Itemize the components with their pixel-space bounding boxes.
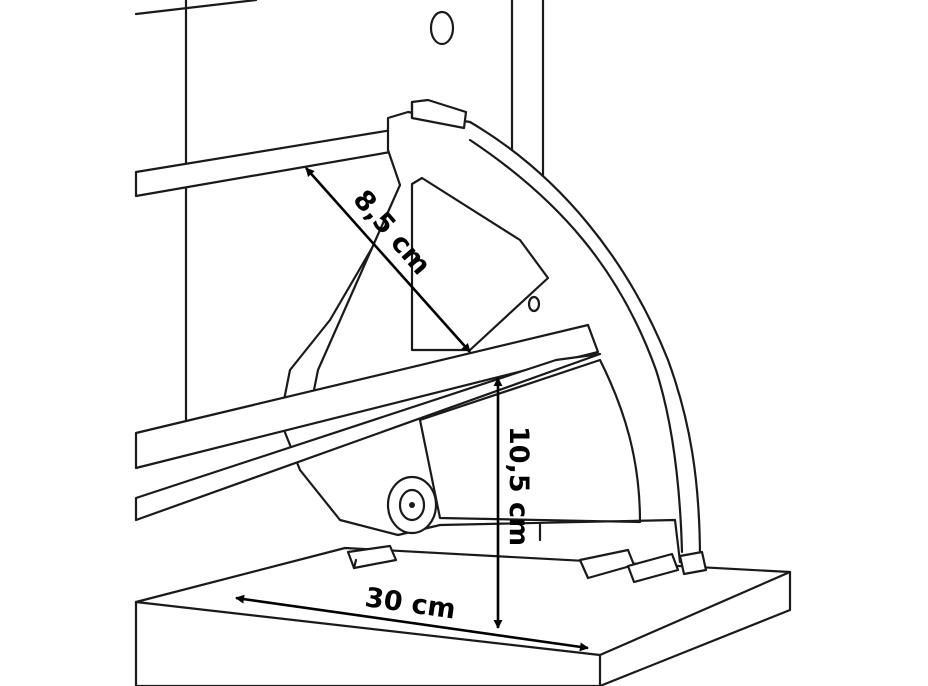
tilt-bracket [278,98,702,564]
mounting-hole [429,10,455,46]
dimension-height: 10,5 cm [493,377,534,629]
tilting-shelf [134,323,602,522]
mounting-blocks [346,544,708,584]
upper-shelf [134,128,404,198]
dimension-height-label: 10,5 cm [503,426,534,546]
pivot-wheel [386,475,438,535]
